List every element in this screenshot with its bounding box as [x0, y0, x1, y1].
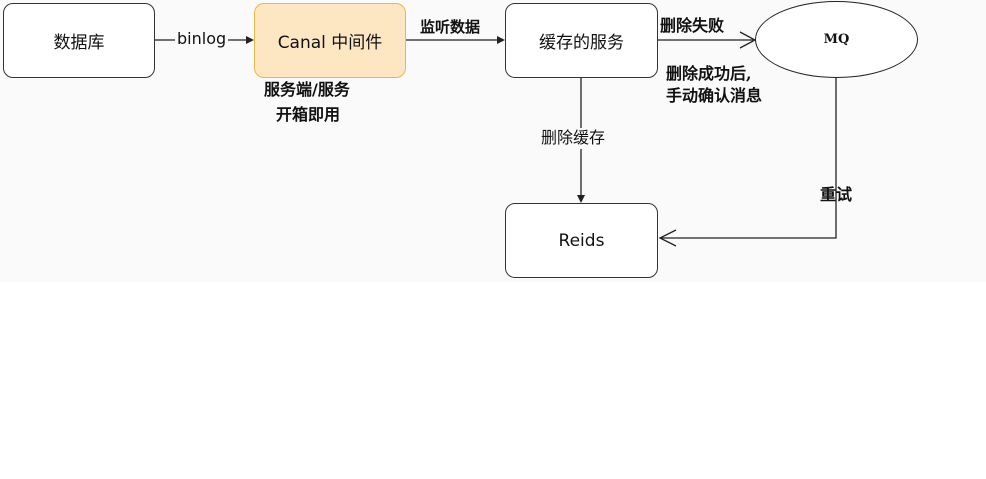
canal-note-line-1: 服务端/服务 — [264, 80, 350, 99]
edge-mq-redis-retry — [660, 78, 837, 239]
redis-label: Reids — [558, 230, 605, 251]
cache-service-node[interactable]: 缓存的服务 — [505, 3, 658, 78]
edge-label-retry: 重试 — [820, 185, 853, 204]
edge-label-delete-success-2: 手动确认消息 — [666, 86, 763, 105]
mq-label: MQ — [823, 32, 850, 47]
edge-label-delete-cache: 删除缓存 — [539, 128, 608, 149]
canal-label: Canal 中间件 — [277, 33, 383, 53]
edge-label-delete-success-1: 删除成功后, — [666, 64, 752, 83]
edge-label-binlog: binlog — [175, 29, 229, 50]
redis-node[interactable]: Reids — [505, 203, 658, 278]
mq-node[interactable]: MQ — [755, 1, 918, 78]
edge-label-delete-failed: 删除失败 — [660, 16, 725, 35]
edge-label-listen-data: 监听数据 — [420, 18, 481, 36]
arrowhead-cache — [497, 36, 505, 44]
arrowhead-redis — [577, 195, 585, 203]
canal-note-line-2: 开箱即用 — [276, 105, 341, 124]
database-node[interactable]: 数据库 — [3, 3, 155, 78]
database-label: 数据库 — [53, 33, 105, 53]
cache-service-label: 缓存的服务 — [539, 33, 624, 53]
arrowhead-retry — [658, 229, 677, 247]
arrowhead-canal — [246, 36, 254, 44]
canal-node[interactable]: Canal 中间件 — [254, 3, 406, 78]
